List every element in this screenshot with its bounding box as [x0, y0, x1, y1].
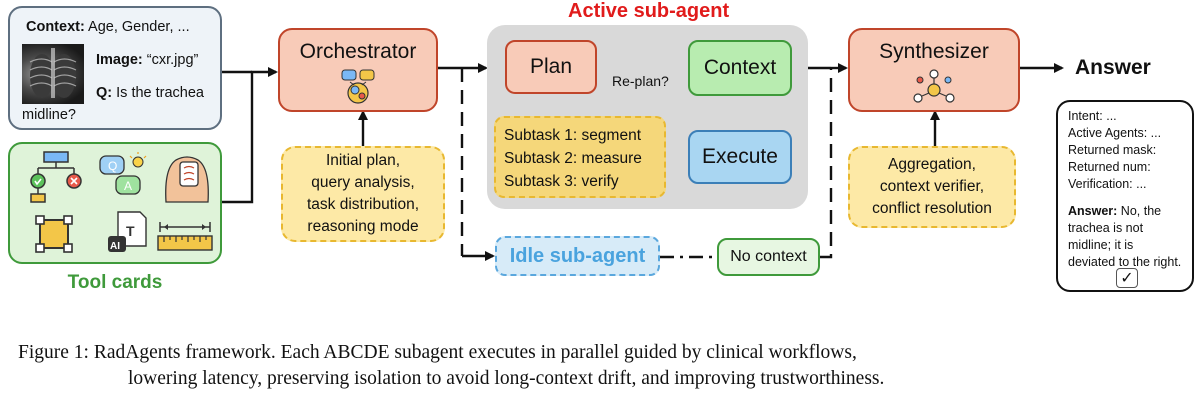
- context-label: Context:: [26, 19, 85, 35]
- orchestrator-title: Orchestrator: [299, 40, 417, 63]
- synth-note-3: conflict resolution: [872, 200, 992, 217]
- figure-caption-line-2: lowering latency, preserving isolation t…: [128, 368, 885, 389]
- qa-a-text: A: [124, 179, 132, 193]
- q-value-1: Is the trachea: [112, 85, 204, 101]
- checkmark-icon: ✓: [1116, 268, 1138, 288]
- answer-line-mask: Returned mask:: [1068, 143, 1157, 157]
- figure-caption-line-1: Figure 1: RadAgents framework. Each ABCD…: [18, 342, 857, 363]
- answer-line-verification: Verification: ...: [1068, 177, 1147, 191]
- synth-note-1: Aggregation,: [888, 156, 976, 173]
- answer-text-line-1: Answer: No, the: [1068, 203, 1192, 220]
- toolcards-to-orchestrator-line: [222, 67, 278, 204]
- synthesizer-title: Synthesizer: [879, 40, 989, 63]
- q-label: Q:: [96, 85, 113, 101]
- chest-xray-image: [22, 44, 84, 104]
- orchestrator-box: Orchestrator: [278, 28, 438, 112]
- qa-bubble-icon: Q A: [99, 152, 147, 195]
- subtask-2: Subtask 2: measure: [504, 150, 642, 167]
- subtasks-box: Subtask 1: segment Subtask 2: measure Su…: [494, 116, 666, 198]
- execute-label: Execute: [702, 145, 778, 168]
- answer-label: Answer:: [1068, 204, 1118, 218]
- ai-document-icon: T AI: [108, 211, 147, 252]
- ruler-icon: [157, 222, 213, 251]
- orch-note-3: task distribution,: [307, 196, 419, 213]
- subtask-3: Subtask 3: verify: [504, 173, 619, 190]
- image-value: “cxr.jpg”: [142, 52, 199, 68]
- t-badge-text: T: [126, 223, 135, 239]
- orchestrator-brain-icon: [341, 69, 375, 104]
- orch-note-2: query analysis,: [311, 174, 415, 191]
- plan-box: Plan: [505, 40, 597, 94]
- nocontext-merge-line: [820, 68, 833, 259]
- orch-note-4: reasoning mode: [307, 218, 419, 235]
- synthesizer-notes: Aggregation, context verifier, conflict …: [848, 146, 1016, 228]
- synthesizer-box: Synthesizer: [848, 28, 1020, 112]
- execute-box: Execute: [688, 130, 792, 184]
- no-context-label: No context: [730, 248, 807, 265]
- question-line-2: midline?: [22, 107, 76, 123]
- answer-line-num: Returned num:: [1068, 160, 1151, 174]
- answer-text-4: deviated to the right.: [1068, 255, 1182, 269]
- orchestrator-notes: Initial plan, query analysis, task distr…: [281, 146, 445, 242]
- context-box: Context: [688, 40, 792, 96]
- image-label: Image:: [96, 52, 143, 68]
- context-line: Context: Age, Gender, ...: [26, 16, 190, 38]
- flowchart-icon: [30, 151, 82, 203]
- answer-text-1: No, the: [1117, 204, 1162, 218]
- tool-cards-panel: Q A T AI Tool cards: [8, 142, 222, 293]
- replan-label: Re-plan?: [612, 73, 669, 89]
- tool-cards-label: Tool cards: [67, 272, 163, 293]
- answer-card: Intent: ... Active Agents: ... Returned …: [1056, 100, 1194, 292]
- idle-subagent-box: Idle sub-agent: [495, 236, 660, 276]
- context-label: Context: [703, 56, 777, 79]
- context-value: Age, Gender, ...: [84, 19, 190, 35]
- plan-label: Plan: [529, 55, 573, 78]
- answer-text-2: trachea is not: [1068, 221, 1144, 235]
- answer-text-3: midline; it is: [1068, 238, 1134, 252]
- qa-q-text: Q: [108, 159, 117, 173]
- answer-line-agents: Active Agents: ...: [1068, 126, 1162, 140]
- orch-note-1: Initial plan,: [325, 152, 401, 169]
- no-context-box: No context: [717, 238, 820, 276]
- question-line: Q: Is the trachea: [96, 82, 204, 104]
- answer-line-intent: Intent: ...: [1068, 109, 1117, 123]
- answer-title: Answer: [1075, 56, 1151, 79]
- torso-scan-icon: [165, 156, 209, 203]
- bounding-box-icon: [35, 215, 73, 253]
- ai-badge-text: AI: [110, 241, 120, 252]
- image-line: Image: “cxr.jpg”: [96, 49, 198, 71]
- synth-note-2: context verifier,: [879, 178, 985, 195]
- synthesizer-network-icon: [913, 69, 955, 103]
- active-subagent-title: Active sub-agent: [568, 0, 730, 22]
- idle-subagent-label: Idle sub-agent: [509, 244, 646, 267]
- subtask-1: Subtask 1: segment: [504, 127, 641, 144]
- query-card: Context: Age, Gender, ... Image: “cxr.jp…: [8, 6, 222, 130]
